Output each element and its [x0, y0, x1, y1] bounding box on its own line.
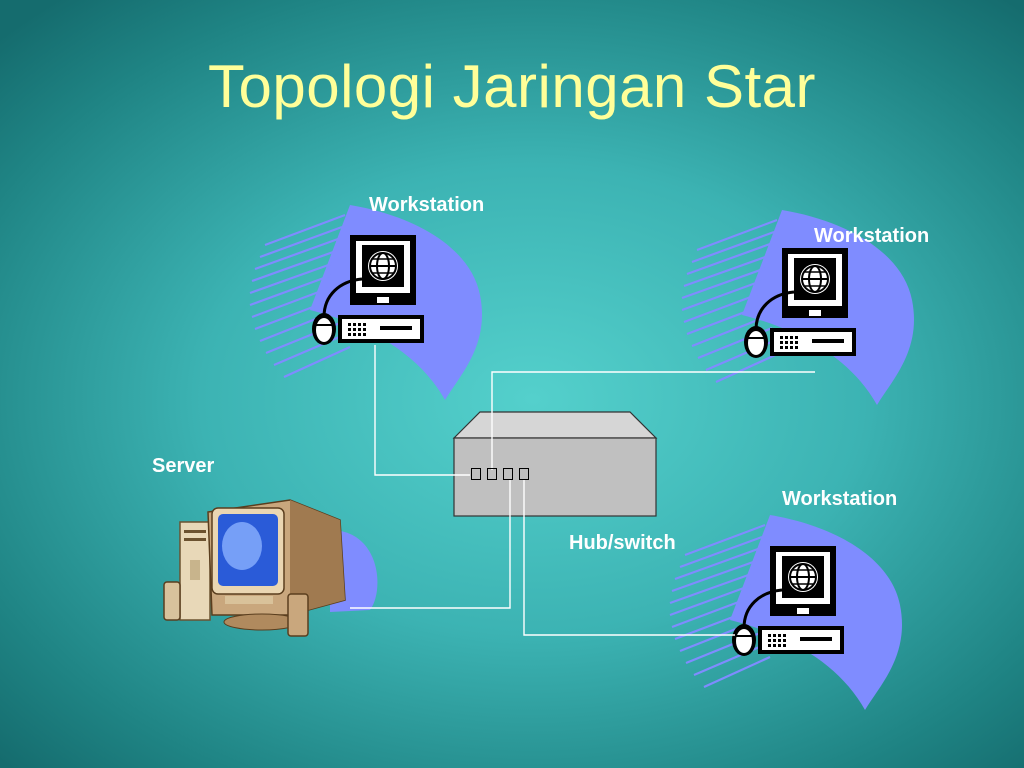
label-workstation-top-left: Workstation: [369, 194, 485, 216]
label-hub-switch: Hub/switch: [569, 532, 676, 554]
slide-title: Topologi Jaringan Star: [207, 53, 817, 120]
hub-port-2: [487, 468, 497, 480]
network-cables: [350, 345, 815, 636]
hub-port-3: [503, 468, 513, 480]
label-workstation-top-right: Workstation: [814, 225, 930, 247]
hub-port-1: [471, 468, 481, 480]
server-computer: [163, 499, 378, 637]
hub-port-4: [519, 468, 529, 480]
label-workstation-bottom-right: Workstation: [782, 488, 898, 510]
hub-switch: [452, 411, 658, 517]
label-server: Server: [152, 455, 215, 477]
workstation-bottom-right: [668, 513, 904, 712]
workstation-top-left: [248, 203, 484, 402]
